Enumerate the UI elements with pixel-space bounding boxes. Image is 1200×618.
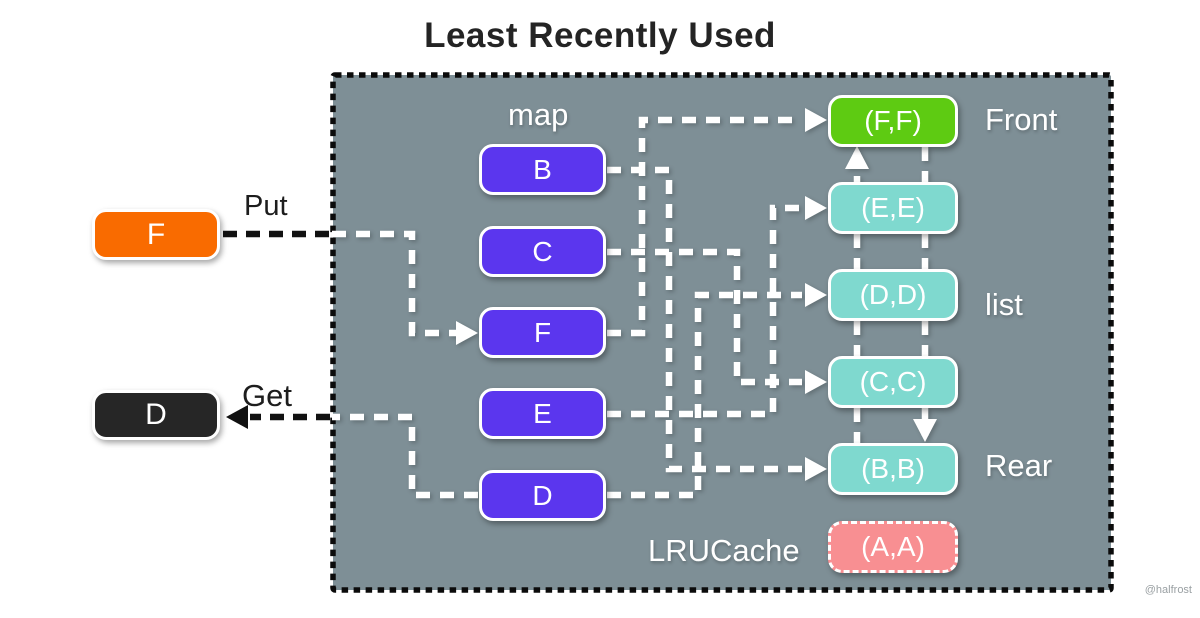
list-node-bb: (B,B) — [828, 443, 958, 495]
list-node-ee: (E,E) — [828, 182, 958, 234]
map-node-f-label: F — [533, 316, 552, 348]
arrow-into-dd-icon — [805, 283, 827, 307]
connector-map-d-to-dd — [607, 291, 802, 499]
list-node-ee-label: (E,E) — [861, 192, 925, 223]
put-line-inside — [332, 230, 456, 337]
list-down-arrow-icon — [913, 419, 937, 442]
list-label: list — [985, 287, 1023, 322]
arrow-into-bb-icon — [805, 457, 827, 481]
list-node-cc-label: (C,C) — [859, 366, 927, 397]
map-node-e: E — [479, 388, 606, 439]
list-node-aa-evicted: (A,A) — [828, 521, 958, 573]
get-line-inside — [332, 413, 478, 499]
map-node-c-label: C — [532, 235, 553, 267]
arrow-into-ff-icon — [805, 108, 827, 132]
put-label: Put — [244, 190, 288, 222]
map-node-f: F — [479, 307, 606, 358]
list-node-dd-label: (D,D) — [859, 279, 927, 310]
list-up-arrow-icon — [845, 146, 869, 169]
list-node-dd: (D,D) — [828, 269, 958, 321]
arrow-into-ee-icon — [805, 196, 827, 220]
watermark: @halfrost — [1144, 584, 1192, 596]
map-node-b: B — [479, 144, 606, 195]
put-value: F — [146, 217, 166, 251]
outer-operation-lines — [223, 230, 331, 429]
map-label: map — [508, 97, 569, 132]
get-label: Get — [242, 378, 292, 413]
inner-connector-lines — [332, 108, 937, 499]
page-title: Least Recently Used — [424, 16, 776, 55]
map-node-e-label: E — [533, 397, 552, 429]
connector-map-e-to-ee — [607, 204, 802, 418]
map-node-d-label: D — [532, 479, 553, 511]
front-label: Front — [985, 102, 1058, 137]
connector-map-c-to-cc — [607, 248, 802, 386]
list-node-ff: (F,F) — [828, 95, 958, 147]
get-value: D — [145, 398, 167, 431]
map-node-c: C — [479, 226, 606, 277]
lrucache-label: LRUCache — [648, 533, 800, 568]
get-value-node: D — [92, 390, 220, 440]
get-arrow-icon — [226, 405, 248, 429]
list-node-aa-label: (A,A) — [861, 531, 925, 562]
list-node-cc: (C,C) — [828, 356, 958, 408]
put-value-node: F — [92, 209, 220, 260]
list-node-bb-label: (B,B) — [861, 453, 925, 484]
map-node-d: D — [479, 470, 606, 521]
list-node-ff-label: (F,F) — [864, 105, 922, 136]
put-to-map-arrow-icon — [456, 321, 478, 345]
arrow-into-cc-icon — [805, 370, 827, 394]
rear-label: Rear — [985, 448, 1053, 483]
connector-map-b-to-bb — [607, 166, 802, 473]
map-node-b-label: B — [533, 153, 552, 185]
